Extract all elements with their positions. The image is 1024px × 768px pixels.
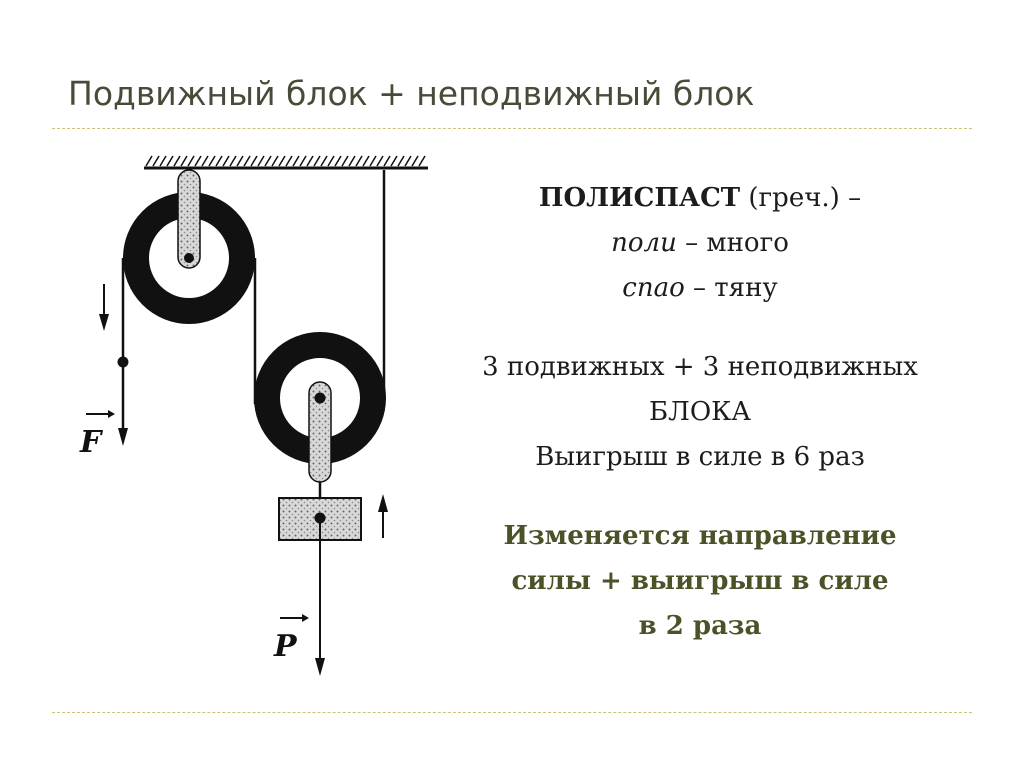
force-arrow xyxy=(99,284,129,446)
fixed-pulley xyxy=(123,169,255,324)
definition-line: ПОЛИСПАСТ (греч.) – xyxy=(440,176,960,221)
weight-label: P xyxy=(273,614,309,664)
ceiling xyxy=(144,155,428,170)
title-divider xyxy=(52,128,972,129)
slide-title: Подвижный блок + неподвижный блок xyxy=(68,74,755,113)
conclusion-line-2: силы + выигрыш в силе xyxy=(511,566,889,596)
term: ПОЛИСПАСТ xyxy=(538,183,741,213)
conclusion-line-1: Изменяется направление xyxy=(503,521,897,551)
term-origin: (греч.) – xyxy=(740,183,862,213)
pulley-diagram: F P xyxy=(79,155,428,676)
bottom-divider xyxy=(52,712,972,713)
etymology-line-1: поли – много xyxy=(611,228,789,258)
etymology-line-2: спао – тяну xyxy=(622,273,778,303)
description: ПОЛИСПАСТ (греч.) – поли – много спао – … xyxy=(440,176,960,649)
info-line-3: Выигрыш в силе в 6 раз xyxy=(535,442,865,472)
info-line-2: БЛОКА xyxy=(649,397,751,427)
info-line-1: 3 подвижных + 3 неподвижных xyxy=(482,352,918,382)
movable-pulley xyxy=(254,332,386,498)
force-label: F xyxy=(79,410,115,460)
conclusion-line-3: в 2 раза xyxy=(638,611,762,641)
svg-text:P: P xyxy=(273,629,298,664)
svg-text:F: F xyxy=(79,425,104,460)
weight-arrow xyxy=(315,494,388,676)
